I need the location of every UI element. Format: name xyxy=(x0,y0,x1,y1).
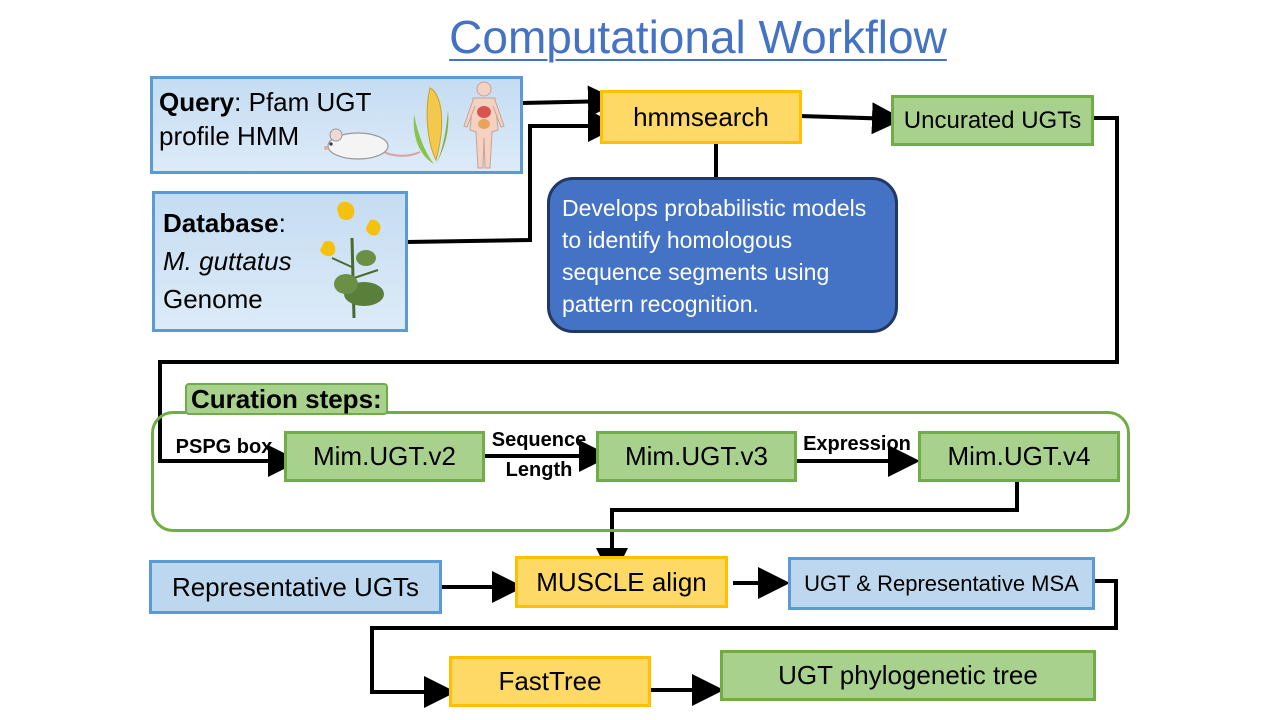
arrow-database-to-hmmsearch xyxy=(405,110,620,244)
query-label: Query xyxy=(159,87,235,117)
arrow-msa-to-fasttree xyxy=(370,579,1118,708)
query-text-line2: profile HMM xyxy=(159,121,300,151)
curation-steps-title: Curation steps: xyxy=(185,383,388,415)
uncurated-ugts-box: Uncurated UGTs xyxy=(891,95,1094,146)
arrow-v4-to-muscle xyxy=(596,481,1019,580)
arrow-uncurated-to-v2 xyxy=(158,116,1119,477)
hmmsearch-box: hmmsearch xyxy=(600,90,802,144)
callout-text: Develops probabilistic models to identif… xyxy=(562,195,867,317)
arrow-hmmsearch-to-uncurated xyxy=(799,102,904,135)
database-label: Database xyxy=(163,208,279,238)
query-text: : Pfam UGT xyxy=(234,87,372,117)
expression-label: Expression xyxy=(803,433,911,455)
hmmsearch-description-callout: Develops probabilistic models to identif… xyxy=(547,177,898,333)
database-genome: Genome xyxy=(163,284,263,314)
mouse-icon xyxy=(324,128,421,160)
database-species: M. guttatus xyxy=(163,246,292,276)
query-box: Query: Pfam UGT profile HMM xyxy=(150,76,523,174)
ugt-representative-msa-box: UGT & Representative MSA xyxy=(788,557,1095,610)
corn-icon xyxy=(413,87,449,164)
mim-ugt-v2-box: Mim.UGT.v2 xyxy=(284,431,485,482)
sequence-length-label: Sequence Length xyxy=(491,429,587,481)
mim-ugt-v3-box: Mim.UGT.v3 xyxy=(596,431,797,482)
flower-icon xyxy=(320,201,384,319)
fasttree-box: FastTree xyxy=(449,656,651,707)
representative-ugts-box: Representative UGTs xyxy=(149,560,442,614)
page-title: Computational Workflow xyxy=(449,11,947,63)
arrow-query-to-hmmsearch xyxy=(521,85,620,118)
mim-ugt-v4-box: Mim.UGT.v4 xyxy=(918,431,1120,482)
ugt-phylogenetic-tree-box: UGT phylogenetic tree xyxy=(720,650,1096,701)
hmmsearch-label: hmmsearch xyxy=(633,101,769,132)
pspg-box-label: PSPG box xyxy=(175,436,273,458)
database-box: Database: M. guttatus Genome xyxy=(152,191,408,332)
muscle-align-box: MUSCLE align xyxy=(515,556,728,608)
human-anatomy-icon xyxy=(463,81,505,169)
curation-steps-frame xyxy=(151,411,1130,532)
uncurated-ugts-label: Uncurated UGTs xyxy=(903,106,1082,134)
